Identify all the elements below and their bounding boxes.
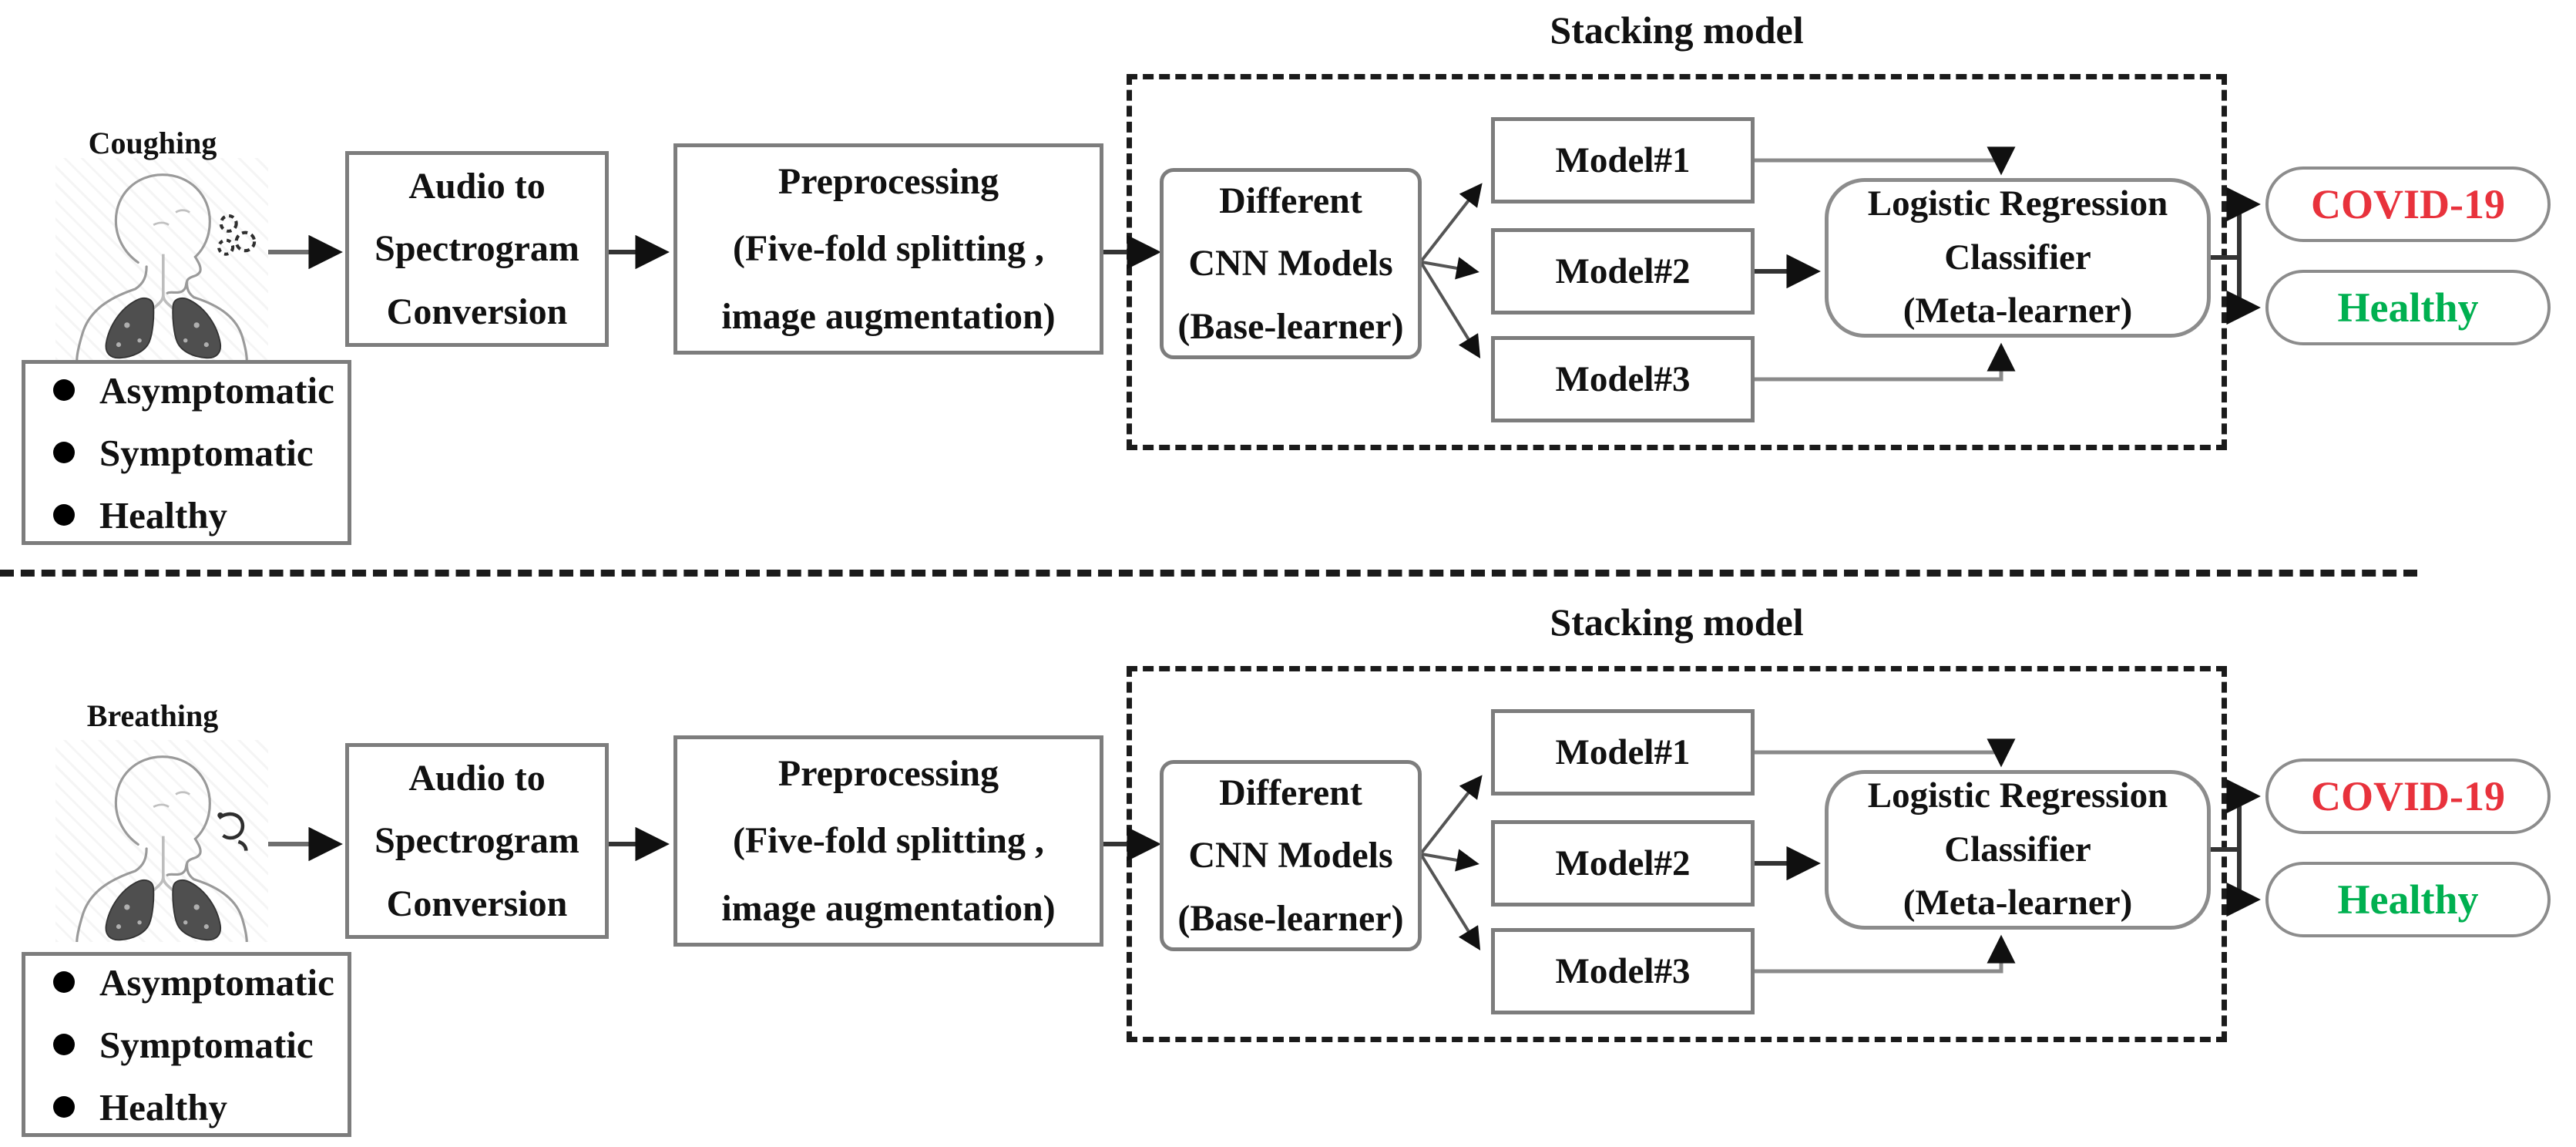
connectors-breathing [268,738,2261,974]
output-healthy-label: Healthy [2337,284,2479,331]
category-item: Healthy [53,493,348,537]
input-type-label: Breathing [86,698,219,733]
categories-box: Asymptomatic Symptomatic Healthy [22,952,351,1137]
face-hint [153,209,190,226]
trachea [152,836,174,892]
model-2-box: Model#2 [1491,228,1755,314]
category-label: Healthy [99,1085,228,1128]
person-illustration-coughing [55,158,268,360]
output-covid-pill: COVID-19 [2265,758,2551,834]
head-outline [114,755,211,876]
bullet-icon [53,504,75,526]
trachea [152,254,174,310]
category-label: Asymptomatic [99,960,334,1004]
bullet-icon [53,971,75,993]
stacking-model-title: Stacking model [1550,8,1804,52]
cnn-base-learner-box: Different CNN Models (Base-learner) [1160,168,1422,359]
output-covid-pill: COVID-19 [2265,166,2551,242]
category-label: Asymptomatic [99,368,334,412]
input-type-label: Coughing [88,126,217,160]
category-label: Symptomatic [99,431,314,474]
person-illustration-breathing [55,740,268,942]
torso-outline [76,265,248,360]
model-3-box: Model#3 [1491,928,1755,1014]
output-covid-label: COVID-19 [2311,773,2505,819]
bullet-icon [53,379,75,401]
output-healthy-pill: Healthy [2265,270,2551,345]
torso-outline [76,847,248,942]
category-label: Healthy [99,493,228,536]
arrow-model3-to-meta [1755,934,2016,974]
model-1-box: Model#1 [1491,117,1755,204]
output-healthy-label: Healthy [2337,876,2479,923]
bullet-icon [53,1096,75,1118]
stacking-model-title: Stacking model [1550,600,1804,644]
category-item: Symptomatic [53,431,348,475]
arrow-cnn-to-model1 [1420,775,1483,854]
preprocessing-box: Preprocessing (Five-fold splitting , ima… [673,143,1103,355]
head-outline [114,173,211,294]
breath-swirl-icon [217,812,248,851]
arrow-cnn-to-model2 [1421,849,1479,872]
arrow-model3-to-meta [1755,342,2016,382]
arrow-cnn-to-model1 [1420,183,1483,262]
model-2-box: Model#2 [1491,820,1755,906]
cnn-base-learner-box: Different CNN Models (Base-learner) [1160,760,1422,951]
model-1-box: Model#1 [1491,709,1755,796]
arrow-model1-to-meta [1755,738,2016,768]
arrow-cnn-to-model3 [1420,854,1481,951]
output-healthy-pill: Healthy [2265,862,2551,937]
meta-learner-box: Logistic Regression Classifier (Meta-lea… [1825,178,2211,338]
bullet-icon [53,442,75,463]
lung-texture [116,322,209,348]
cough-burst-icon [217,214,257,256]
preprocessing-box: Preprocessing (Five-fold splitting , ima… [673,735,1103,947]
output-covid-label: COVID-19 [2311,181,2505,227]
lung-texture [116,904,209,930]
categories-box: Asymptomatic Symptomatic Healthy [22,360,351,545]
model-3-box: Model#3 [1491,336,1755,422]
section-divider [0,570,2417,577]
category-item: Symptomatic [53,1023,348,1067]
arrow-cnn-to-model2 [1421,257,1479,280]
lungs-icon [105,298,222,359]
arrow-model1-to-meta [1755,146,2016,176]
face-hint [153,791,190,808]
lungs-icon [105,880,222,941]
bullet-icon [53,1034,75,1055]
category-item: Asymptomatic [53,368,348,412]
audio-conversion-box: Audio to Spectrogram Conversion [345,743,609,939]
meta-learner-box: Logistic Regression Classifier (Meta-lea… [1825,770,2211,930]
category-label: Symptomatic [99,1023,314,1066]
connectors-coughing [268,146,2261,382]
category-item: Asymptomatic [53,960,348,1004]
arrow-cnn-to-model3 [1420,262,1481,359]
audio-conversion-box: Audio to Spectrogram Conversion [345,151,609,347]
category-item: Healthy [53,1085,348,1129]
